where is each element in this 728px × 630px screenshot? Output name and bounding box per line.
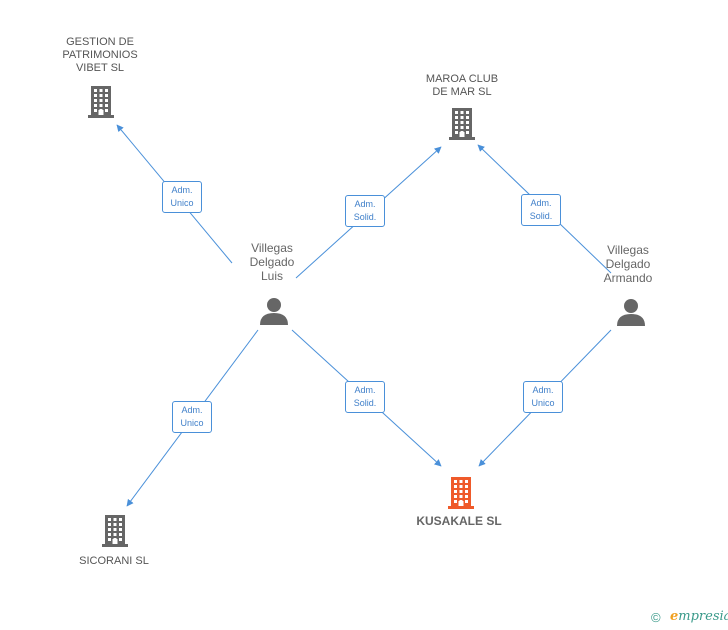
node-label-line: Delgado — [249, 255, 295, 269]
edge-label-line: Adm. — [530, 198, 552, 208]
person-icon[interactable] — [260, 298, 288, 325]
node-label-line: Luis — [260, 269, 283, 283]
edge-label-luis-kusakale: Adm. Solid. — [345, 381, 385, 413]
node-label-luis[interactable]: Villegas Delgado Luis — [232, 241, 312, 283]
person-icon[interactable] — [617, 299, 645, 326]
edge-label-armando-kusakale: Adm. Unico — [523, 381, 563, 413]
edge-label-line: Solid. — [353, 212, 377, 222]
node-label-line: SICORANI SL — [79, 555, 149, 567]
building-icon[interactable] — [448, 477, 474, 509]
edge-label-line: Adm. — [181, 405, 203, 415]
edge-label-line: Adm. — [354, 199, 376, 209]
edge-label-line: Adm. — [354, 385, 376, 395]
node-label-line: MAROA CLUB — [425, 73, 499, 85]
node-label-line: Villegas — [607, 243, 649, 257]
brand-logo[interactable]: empresia — [670, 609, 728, 624]
node-label-armando[interactable]: Villegas Delgado Armando — [588, 243, 668, 285]
node-label-gestion[interactable]: GESTION DE PATRIMONIOS VIBET SL — [48, 36, 152, 75]
edge-label-luis-maroa: Adm. Solid. — [345, 195, 385, 227]
building-icon[interactable] — [88, 86, 114, 118]
node-label-kusakale[interactable]: KUSAKALE SL — [404, 515, 514, 528]
node-label-line: Delgado — [605, 257, 651, 271]
edge-label-line: Adm. — [532, 385, 554, 395]
node-label-sicorani[interactable]: SICORANI SL — [66, 555, 162, 568]
building-icon[interactable] — [102, 515, 128, 547]
node-label-line: VIBET SL — [75, 62, 125, 74]
building-icon[interactable] — [449, 108, 475, 140]
edge-label-line: Unico — [170, 198, 194, 208]
edge-label-luis-gestion: Adm. Unico — [162, 181, 202, 213]
edge-label-line: Unico — [180, 418, 204, 428]
edge-label-line: Unico — [531, 398, 555, 408]
edge-label-luis-sicorani: Adm. Unico — [172, 401, 212, 433]
brand-letter: e — [670, 609, 679, 624]
node-label-line: KUSAKALE SL — [416, 514, 502, 528]
node-label-line: GESTION DE — [66, 36, 134, 48]
edge-label-armando-maroa: Adm. Solid. — [521, 194, 561, 226]
node-label-line: PATRIMONIOS — [62, 49, 138, 61]
copyright-icon: © — [651, 610, 661, 625]
node-label-line: Armando — [603, 271, 653, 285]
edge-label-line: Solid. — [353, 398, 377, 408]
node-label-line: DE MAR SL — [432, 86, 492, 98]
node-label-line: Villegas — [251, 241, 293, 255]
edge-label-line: Adm. — [171, 185, 193, 195]
edge-label-line: Solid. — [529, 211, 553, 221]
brand-text: mpresia — [678, 609, 728, 624]
node-label-maroa[interactable]: MAROA CLUB DE MAR SL — [410, 73, 514, 99]
